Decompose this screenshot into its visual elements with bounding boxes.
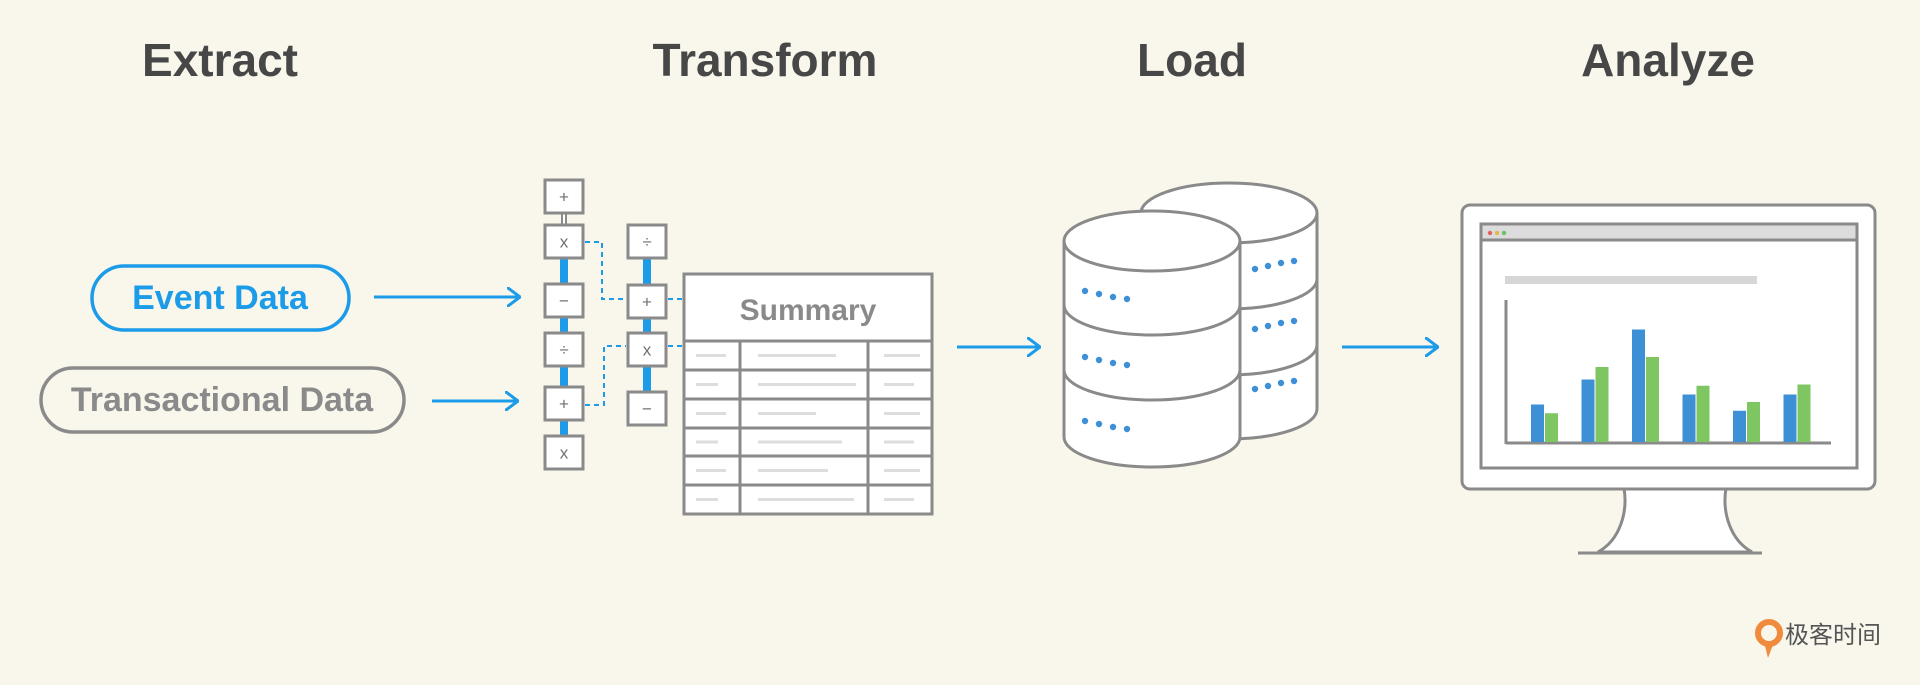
- stage-header-transform: Transform: [653, 34, 878, 86]
- operator-symbol: −: [559, 292, 569, 311]
- event-data-pill: Event Data: [90, 264, 351, 332]
- operator-symbol: ÷: [642, 233, 651, 252]
- stage-header-extract: Extract: [142, 34, 298, 86]
- operator-pipeline: + x − ÷ + x ÷ + x −: [543, 178, 684, 471]
- transactional-data-label: Transactional Data: [71, 381, 374, 419]
- bar-chart-icon: [1504, 300, 1831, 445]
- chart-bar: [1733, 410, 1746, 442]
- operator-box: ÷: [543, 331, 585, 368]
- operator-box: −: [626, 390, 668, 427]
- chart-bar: [1682, 394, 1696, 442]
- chart-bar: [1545, 413, 1558, 442]
- summary-table: Summary: [682, 272, 934, 516]
- chart-bar: [1797, 384, 1811, 442]
- geek-time-watermark: 极客时间: [1755, 619, 1881, 658]
- operator-symbol: +: [559, 188, 569, 207]
- operator-box: x: [626, 331, 668, 368]
- chart-bar: [1696, 385, 1710, 442]
- operator-box: −: [543, 282, 585, 319]
- operator-symbol: +: [559, 395, 569, 414]
- database-front: [1062, 209, 1242, 469]
- stage-header-analyze: Analyze: [1581, 34, 1755, 86]
- event-data-label: Event Data: [132, 279, 309, 317]
- monitor-icon: [1460, 203, 1877, 555]
- summary-title: Summary: [740, 294, 877, 327]
- operator-box: x: [543, 434, 585, 471]
- geek-time-logo-icon: [1755, 619, 1783, 658]
- stage-header-load: Load: [1137, 34, 1247, 86]
- operator-symbol: x: [560, 444, 569, 463]
- report-title-bar: [1505, 276, 1757, 284]
- operator-symbol: +: [642, 293, 652, 312]
- chart-bar: [1783, 394, 1797, 442]
- operator-symbol: x: [560, 233, 569, 252]
- operator-symbol: ÷: [559, 341, 568, 360]
- operator-box: +: [543, 385, 585, 422]
- operator-symbol: −: [642, 400, 652, 419]
- chart-bar: [1595, 367, 1609, 442]
- operator-box: +: [626, 283, 668, 320]
- chart-bar: [1747, 402, 1760, 442]
- operator-symbol: x: [643, 341, 652, 360]
- watermark-text: 极客时间: [1785, 622, 1881, 649]
- operator-box: ÷: [626, 223, 668, 260]
- transactional-data-pill: Transactional Data: [39, 366, 406, 434]
- chart-bar: [1646, 357, 1659, 442]
- operator-box: x: [543, 223, 585, 260]
- chart-bar: [1581, 379, 1595, 442]
- database-icon: [1062, 181, 1319, 469]
- operator-box: +: [543, 178, 585, 215]
- chart-bar: [1531, 404, 1544, 442]
- chart-bar: [1632, 329, 1645, 442]
